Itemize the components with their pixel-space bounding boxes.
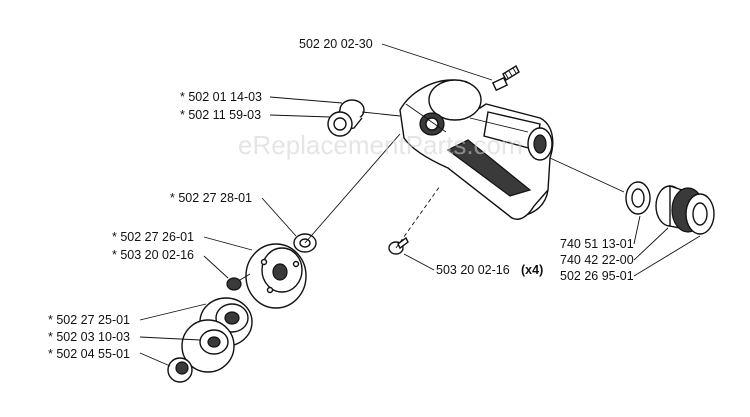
label-flange-b: * 503 20 02-16 <box>112 248 194 262</box>
leader-nut <box>139 352 171 367</box>
support-cup-part <box>181 297 253 373</box>
label-cap-a: * 502 01 14-03 <box>180 90 262 104</box>
leader-seal <box>633 215 641 245</box>
axis-line-cap <box>361 111 401 117</box>
leader-sleeve <box>633 235 701 277</box>
label-flange-a: * 502 27 26-01 <box>112 230 194 244</box>
label-nut: * 502 04 55-01 <box>48 347 130 361</box>
flange-screw-part <box>226 273 251 291</box>
leader-cap-a <box>269 96 343 104</box>
housing-screw-part <box>388 236 409 255</box>
axis-line-seal <box>549 157 625 193</box>
label-seal: 740 51 13-01 <box>560 237 634 251</box>
flange-part <box>245 243 307 309</box>
label-cup-a: * 502 27 25-01 <box>48 313 130 327</box>
leader-flange-b <box>203 255 229 279</box>
cap-parts <box>327 99 365 137</box>
label-screws-qty: (x4) <box>521 263 543 277</box>
watermark: eReplacementParts.com <box>238 130 523 160</box>
sleeve-part <box>671 187 715 235</box>
label-cup-b: * 502 03 10-03 <box>48 330 130 344</box>
label-washer: * 502 27 28-01 <box>170 191 252 205</box>
axis-line-washer <box>304 133 401 244</box>
leader-cap-b <box>269 114 331 118</box>
leader-cup-b <box>139 336 201 341</box>
top-bolt-part <box>491 65 520 92</box>
label-bearing: 740 42 22-00 <box>560 253 634 267</box>
label-cap-b: * 502 11 59-03 <box>180 108 261 122</box>
seal-part <box>625 181 651 215</box>
leader-cup-a <box>139 303 207 321</box>
nut-part <box>167 357 193 383</box>
leader-bearing <box>633 227 669 261</box>
leader-top-bolt <box>381 43 493 81</box>
axis-line-screw <box>395 185 441 249</box>
label-top-bolt: 502 20 02-30 <box>299 37 373 51</box>
leader-flange-a <box>203 236 253 251</box>
label-sleeve: 502 26 95-01 <box>560 269 634 283</box>
leader-screws <box>403 253 435 271</box>
label-screws: 503 20 02-16 <box>436 263 510 277</box>
gear-head-housing <box>399 79 554 220</box>
leader-washer <box>261 197 297 237</box>
